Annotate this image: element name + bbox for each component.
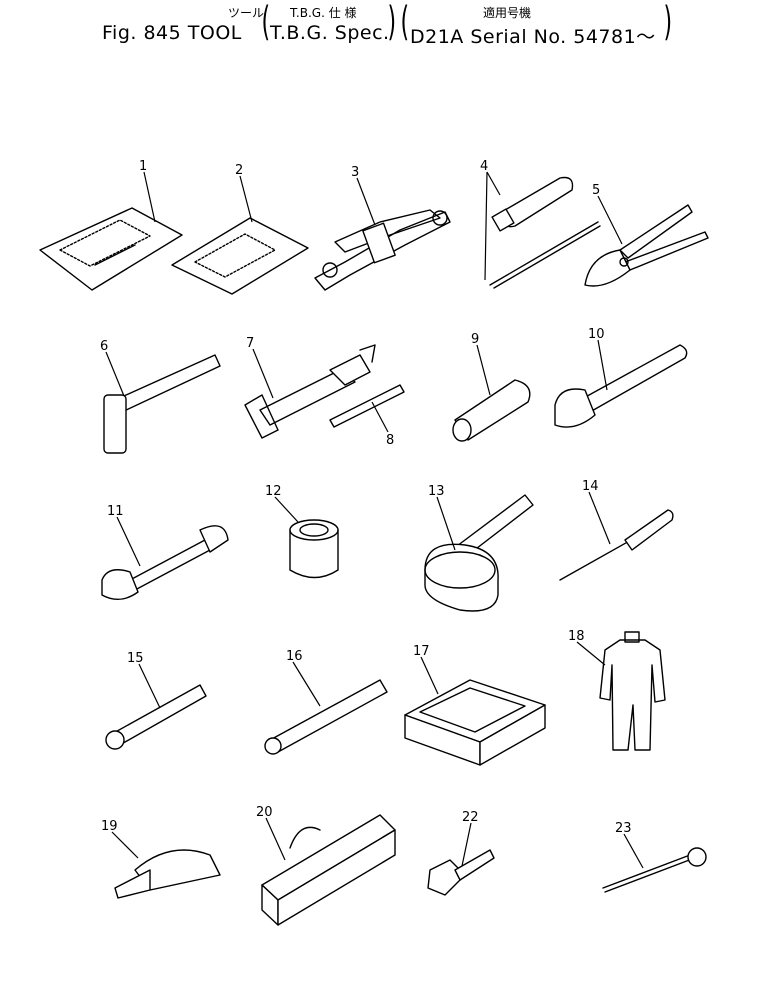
figure-title: Fig. 845 TOOL: [102, 22, 242, 44]
item-5-pliers: 5: [584, 183, 709, 287]
item-4-screwdriver: 4: [480, 159, 601, 289]
callout-11: 11: [107, 504, 124, 519]
item-13-filter-wrench: 13: [424, 484, 534, 612]
callout-4: 4: [480, 159, 488, 174]
callout-6: 6: [100, 339, 108, 354]
callout-20: 20: [256, 805, 273, 820]
item-19-cap: 19: [101, 819, 221, 899]
callout-12: 12: [265, 484, 282, 499]
paren-close: ): [387, 0, 397, 45]
spec-label: T.B.G. Spec.: [270, 22, 390, 44]
item-8-nozzle: 8: [329, 384, 405, 448]
item-20-tool-bag: 20: [256, 805, 396, 926]
item-9-socket: 9: [452, 332, 531, 442]
serial-label: D21A Serial No. 54781～: [410, 26, 656, 48]
callout-7: 7: [246, 336, 254, 351]
callout-9: 9: [471, 332, 479, 347]
callout-3: 3: [351, 165, 359, 180]
item-1-manual: 1: [39, 159, 183, 291]
paren-open-2: (: [400, 0, 410, 45]
paren-close-2: ): [663, 0, 673, 45]
item-18-coveralls: 18: [568, 629, 666, 751]
item-14-pick-tool: 14: [559, 479, 674, 581]
paren-open: (: [261, 0, 271, 45]
item-7-grease-gun: 7: [244, 336, 376, 439]
callout-2: 2: [235, 163, 243, 178]
item-11-spanner: 11: [101, 504, 229, 600]
item-17-toolbox: 17: [404, 644, 546, 766]
callout-15: 15: [127, 651, 144, 666]
callout-16: 16: [286, 649, 303, 664]
callout-8: 8: [386, 433, 394, 448]
title-ja-spec: T.B.G. 仕 様: [290, 6, 357, 20]
callout-5: 5: [592, 183, 600, 198]
callout-17: 17: [413, 644, 430, 659]
item-2-manual: 2: [171, 163, 309, 295]
callout-22: 22: [462, 810, 479, 825]
callout-14: 14: [582, 479, 599, 494]
item-15-extension-bar: 15: [105, 651, 207, 750]
item-10-adjustable-wrench: 10: [554, 327, 688, 428]
callout-23: 23: [615, 821, 632, 836]
item-16-handle: 16: [264, 649, 388, 755]
item-23-rod: 23: [602, 821, 707, 893]
item-12-socket: 12: [265, 484, 339, 579]
callout-19: 19: [101, 819, 118, 834]
title-ja-tool: ツール: [228, 6, 265, 20]
callout-10: 10: [588, 327, 605, 342]
item-22-fan-tool: 22: [427, 810, 495, 896]
figure-header: ツール T.B.G. 仕 様 適用号機 Fig. 845 TOOL ( T.B.…: [0, 0, 758, 60]
callout-13: 13: [428, 484, 445, 499]
item-3-wrench-set: 3: [314, 165, 451, 291]
callout-18: 18: [568, 629, 585, 644]
callout-1: 1: [139, 159, 147, 174]
item-6-hammer: 6: [100, 339, 221, 454]
title-ja-applicable: 適用号機: [483, 6, 532, 20]
